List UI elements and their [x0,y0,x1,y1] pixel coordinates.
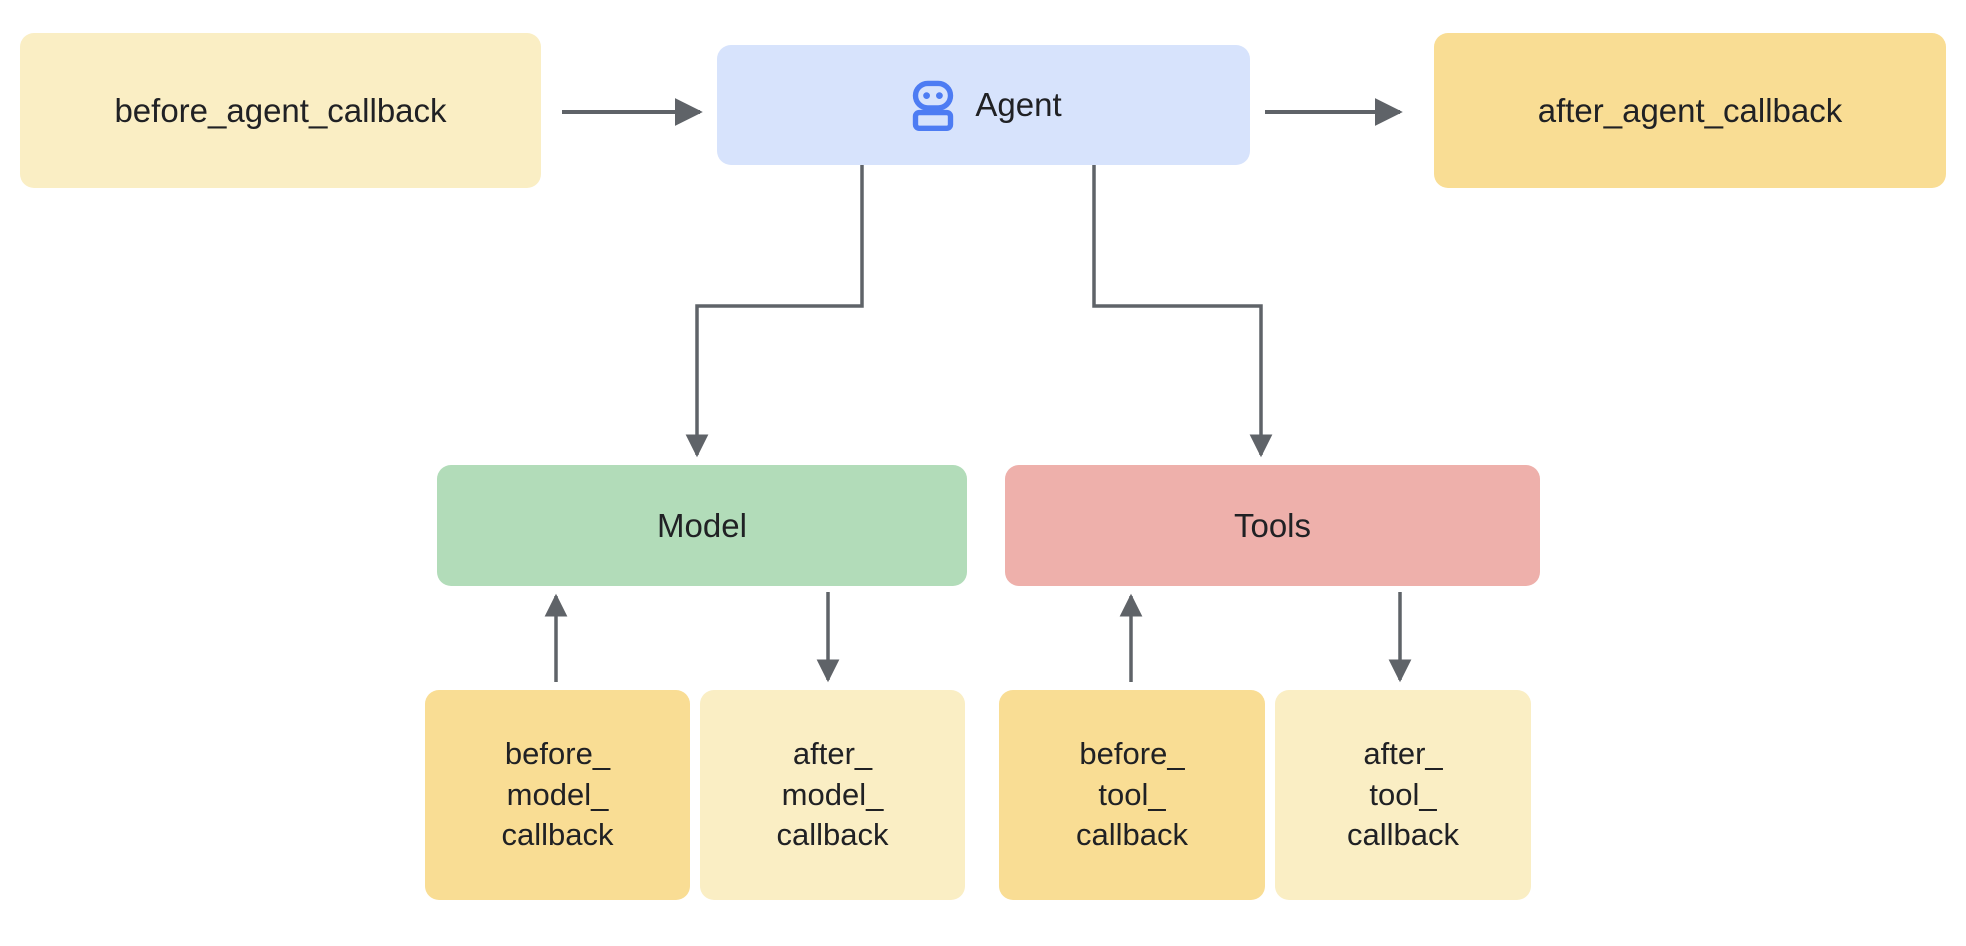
node-after-tool-callback[interactable]: after_ tool_ callback [1275,690,1531,900]
node-before-model-callback-label: before_ model_ callback [501,735,614,853]
node-before-agent-callback-label: before_agent_callback [114,91,447,129]
node-agent[interactable]: Agent [717,45,1250,165]
node-tools[interactable]: Tools [1005,465,1540,586]
node-after-agent-callback[interactable]: after_agent_callback [1434,33,1946,188]
node-agent-label: Agent [975,86,1062,124]
node-before-tool-callback-label: before_ tool_ callback [1076,735,1188,853]
node-before-agent-callback[interactable]: before_agent_callback [20,33,541,188]
robot-icon [905,77,961,133]
node-after-tool-callback-label: after_ tool_ callback [1347,735,1459,853]
node-after-model-callback[interactable]: after_ model_ callback [700,690,965,900]
node-before-model-callback[interactable]: before_ model_ callback [425,690,690,900]
node-model-label: Model [657,506,747,544]
edge-agent-to-model [685,165,864,458]
node-model[interactable]: Model [437,465,967,586]
node-before-tool-callback[interactable]: before_ tool_ callback [999,690,1265,900]
node-after-agent-callback-label: after_agent_callback [1537,91,1843,129]
node-tools-label: Tools [1233,506,1312,544]
edge-agent-to-tools [1092,165,1273,458]
node-after-model-callback-label: after_ model_ callback [776,735,889,853]
